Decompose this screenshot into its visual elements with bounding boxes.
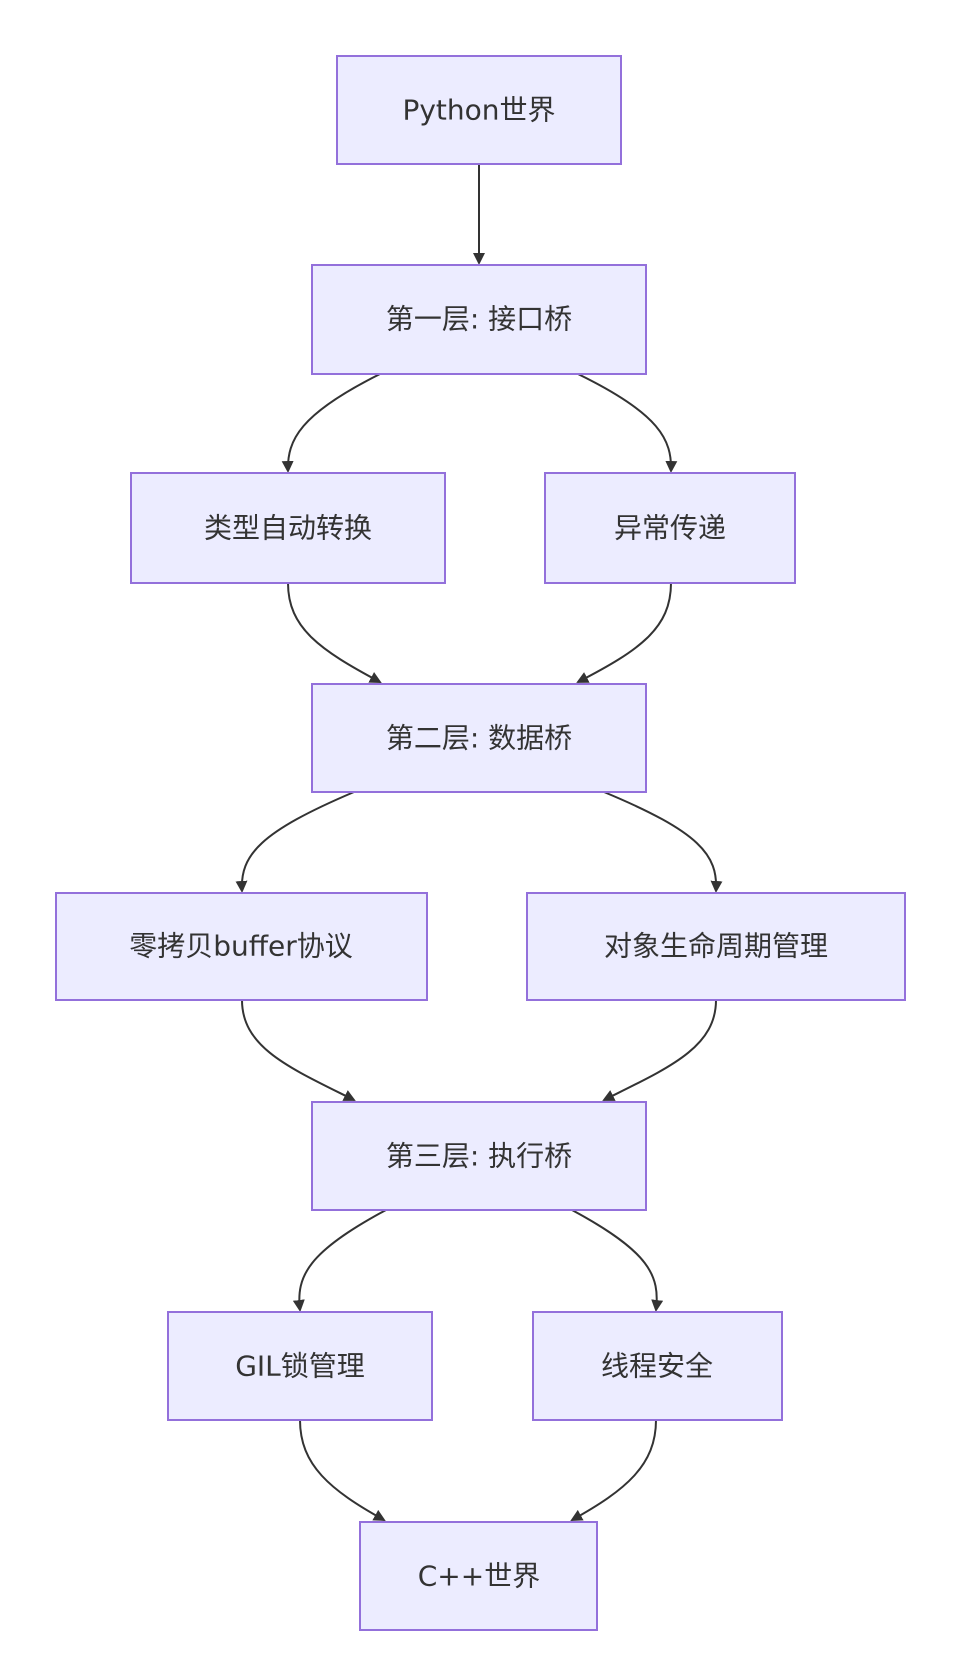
node-zero-copy-buffer-protocol[interactable]: 零拷贝buffer协议 <box>55 892 428 1001</box>
edge-type-conversion-to-layer2 <box>287 582 382 683</box>
node-label: C++世界 <box>418 1560 540 1593</box>
node-label: 对象生命周期管理 <box>604 930 828 963</box>
node-label: 零拷贝buffer协议 <box>129 930 353 963</box>
edge-layer2-to-object-lifecycle <box>603 791 723 893</box>
edge-exception-passing-to-layer2 <box>576 582 672 683</box>
node-label: 第一层: 接口桥 <box>386 303 572 336</box>
node-object-lifecycle-management[interactable]: 对象生命周期管理 <box>526 892 906 1001</box>
node-layer3-execution-bridge[interactable]: 第三层: 执行桥 <box>311 1101 647 1211</box>
node-layer2-data-bridge[interactable]: 第二层: 数据桥 <box>311 683 647 793</box>
node-layer1-interface-bridge[interactable]: 第一层: 接口桥 <box>311 264 647 375</box>
node-label: 第二层: 数据桥 <box>386 722 572 755</box>
node-cpp-world[interactable]: C++世界 <box>359 1521 598 1631</box>
edge-gil-to-cpp <box>299 1419 386 1521</box>
edge-layer3-to-gil <box>292 1209 387 1312</box>
node-label: 第三层: 执行桥 <box>386 1140 572 1173</box>
edge-thread-safety-to-cpp <box>570 1419 657 1521</box>
node-type-auto-conversion[interactable]: 类型自动转换 <box>130 472 446 584</box>
edge-zero-copy-to-layer3 <box>241 999 356 1101</box>
node-label: GIL锁管理 <box>235 1350 365 1383</box>
node-exception-passing[interactable]: 异常传递 <box>544 472 796 584</box>
edge-object-lifecycle-to-layer3 <box>602 999 717 1101</box>
node-label: 类型自动转换 <box>204 512 372 545</box>
edge-layer3-to-thread-safety <box>571 1209 664 1312</box>
node-label: Python世界 <box>402 94 555 127</box>
node-label: 线程安全 <box>601 1350 713 1383</box>
edge-layer2-to-zero-copy <box>235 791 355 893</box>
node-label: 异常传递 <box>614 512 726 545</box>
node-python-world[interactable]: Python世界 <box>336 55 622 165</box>
edge-layer1-to-exception-passing <box>577 373 678 473</box>
node-gil-lock-management[interactable]: GIL锁管理 <box>167 1311 433 1421</box>
node-thread-safety[interactable]: 线程安全 <box>532 1311 783 1421</box>
edge-layer1-to-type-conversion <box>281 373 381 473</box>
edges <box>235 164 723 1521</box>
